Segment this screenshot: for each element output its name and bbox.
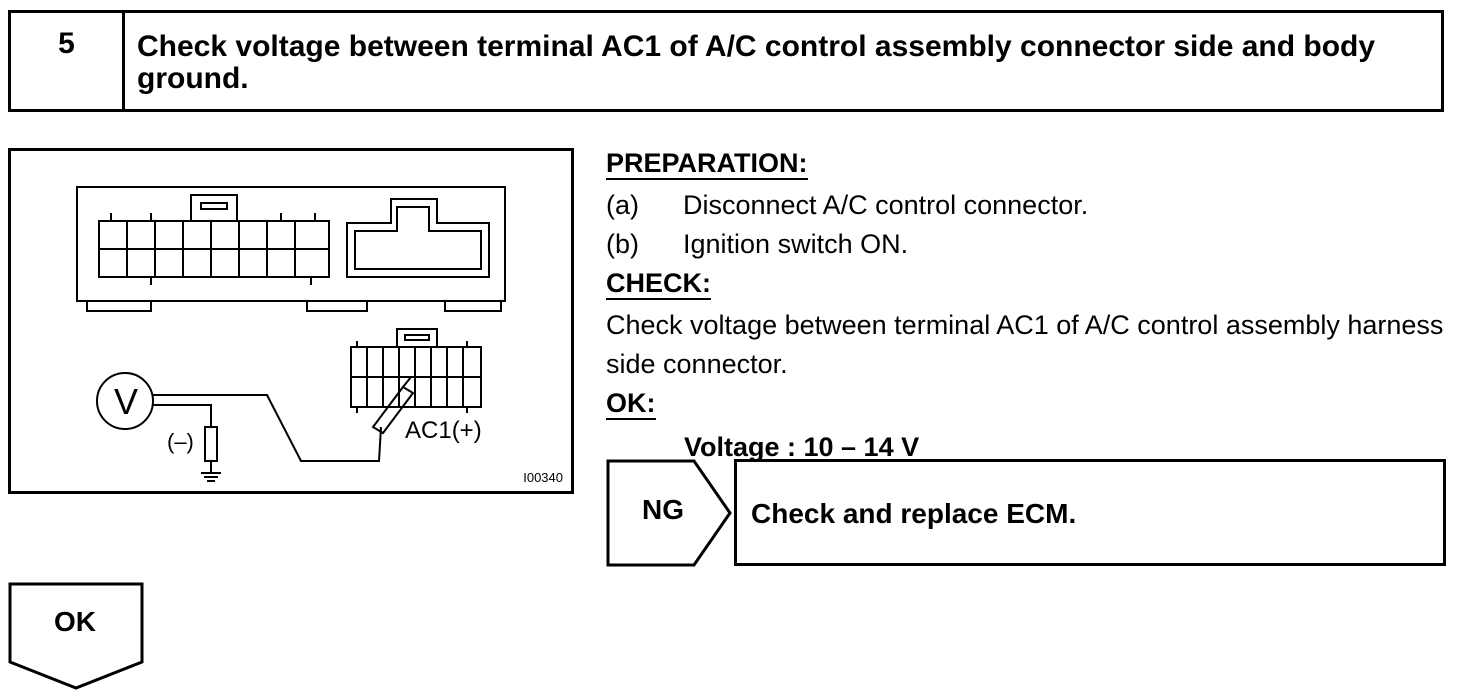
socket-inner (354, 206, 482, 270)
voltage-spec: Voltage : 10 – 14 V (684, 432, 920, 462)
step-a: (a) Disconnect A/C control connector. (606, 186, 1456, 225)
positive-probe (371, 385, 415, 435)
ng-label: NG (642, 494, 684, 525)
voltmeter-label: V (113, 381, 138, 422)
pin-tabs (110, 213, 316, 221)
preparation-heading: PREPARATION: (606, 148, 808, 180)
ground-label: (–) (167, 429, 194, 454)
check-heading: CHECK: (606, 268, 711, 300)
step-b: (b) Ignition switch ON. (606, 225, 1456, 264)
terminal-label: AC1(+) (405, 417, 482, 444)
step-header: 5 Check voltage between terminal AC1 of … (8, 10, 1444, 112)
ground-symbol (201, 461, 221, 482)
negative-lead (153, 404, 212, 427)
connector-drawing (76, 186, 506, 482)
pin-block-latch (190, 194, 238, 222)
harness-latch (396, 328, 438, 348)
harness-pin-grid (351, 347, 481, 407)
housing-feet (86, 301, 502, 312)
connector-diagram: V (–) AC1(+) I00340 (8, 148, 574, 494)
step-letter: (a) (606, 190, 639, 220)
figure-id: I00340 (523, 470, 563, 485)
step-letter: (b) (606, 229, 639, 259)
ground-probe (204, 426, 218, 462)
step-title: Check voltage between terminal AC1 of A/… (137, 30, 1376, 95)
ng-action-box: Check and replace ECM. (734, 459, 1446, 566)
ok-label: OK (54, 606, 96, 637)
instructions: PREPARATION: (a) Disconnect A/C control … (606, 144, 1456, 467)
voltmeter-circle (96, 372, 154, 430)
harness-tabs (356, 341, 468, 413)
ng-arrow-icon (606, 459, 732, 567)
ecu-connector-housing (76, 186, 506, 302)
header-divider (122, 13, 125, 109)
socket-outline (346, 198, 490, 278)
check-text: Check voltage between terminal AC1 of A/… (606, 310, 1444, 379)
step-text: Disconnect A/C control connector. (683, 190, 1089, 220)
ng-action-text: Check and replace ECM. (751, 498, 1077, 529)
pin-grid (99, 221, 329, 277)
ok-heading: OK: (606, 388, 656, 420)
ok-arrow-icon (8, 582, 144, 690)
step-text: Ignition switch ON. (683, 229, 909, 259)
step-number: 5 (58, 27, 75, 60)
positive-lead (153, 394, 382, 462)
